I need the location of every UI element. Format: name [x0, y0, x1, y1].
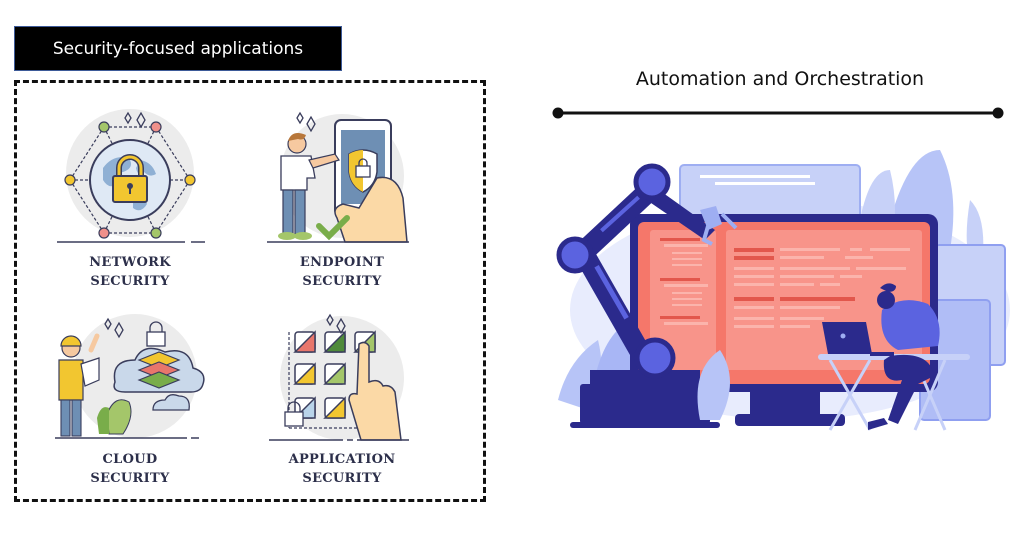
app-grid-hand-lock-icon	[269, 313, 409, 441]
card-application-security: APPLICATION SECURITY	[257, 308, 427, 488]
section-title-box: Security-focused applications	[14, 26, 342, 71]
timeline-end-dot	[992, 107, 1004, 119]
card-label-application: APPLICATION SECURITY	[288, 452, 396, 486]
cloud-layers-lock-icon	[55, 314, 205, 439]
card-label-endpoint: ENDPOINT SECURITY	[299, 255, 385, 289]
card-endpoint-security: ENDPOINT SECURITY	[257, 108, 427, 291]
timeline-start-dot	[552, 107, 564, 119]
card-label-cloud: CLOUD SECURITY	[90, 452, 170, 486]
phone-shield-lock-icon	[267, 111, 409, 243]
card-label-network: NETWORK SECURITY	[89, 255, 171, 289]
network-globe-lock-icon	[57, 109, 205, 243]
section-title: Security-focused applications	[52, 38, 304, 59]
automation-title: Automation and Orchestration	[635, 68, 925, 90]
security-apps-container	[14, 80, 486, 502]
timeline-line	[552, 107, 1004, 119]
card-cloud-security: CLOUD SECURITY	[45, 310, 215, 488]
card-network-security: NETWORK SECURITY	[45, 108, 215, 291]
robot-arm-monitor-developer-illustration	[556, 150, 1010, 431]
